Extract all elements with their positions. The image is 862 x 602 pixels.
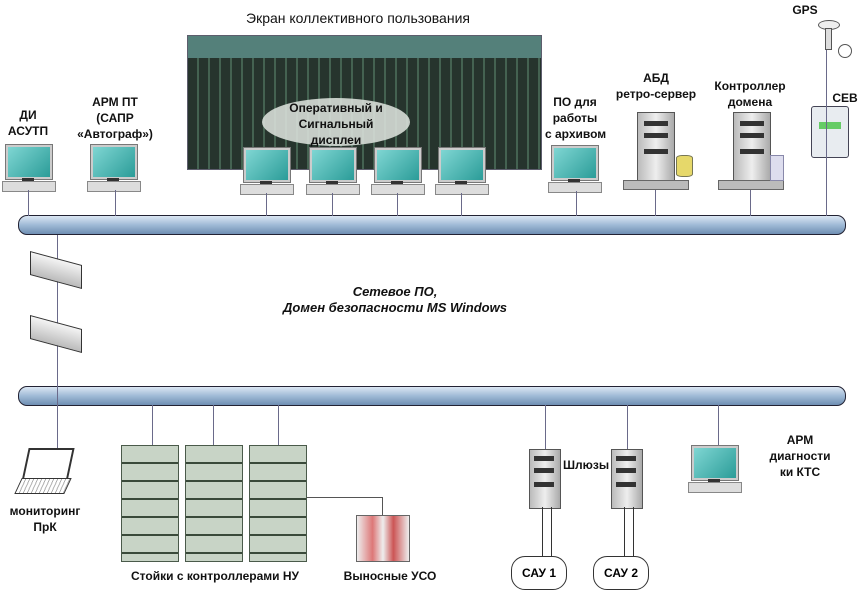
document-icon bbox=[770, 155, 784, 181]
workstation-display-3[interactable] bbox=[371, 148, 425, 195]
sau-2[interactable]: САУ 2 bbox=[593, 556, 649, 590]
network-switch-1-icon[interactable] bbox=[30, 251, 82, 289]
workstation-display-2[interactable] bbox=[306, 148, 360, 195]
displays-label-2: Сигнальный bbox=[298, 117, 374, 131]
displays-ellipse bbox=[262, 98, 410, 146]
sau-1[interactable]: САУ 1 bbox=[511, 556, 567, 590]
arm-diag-label-3: ки КТС bbox=[779, 465, 821, 479]
di-label-1: ДИ bbox=[19, 108, 37, 122]
laptop-icon[interactable] bbox=[21, 448, 75, 482]
ceb-label: СЕВ bbox=[832, 91, 858, 105]
remote-io-cabinet-icon[interactable] bbox=[356, 515, 410, 562]
workstation-display-4[interactable] bbox=[435, 148, 489, 195]
workstation-diagnostics[interactable] bbox=[688, 446, 742, 493]
domain-controller-icon[interactable] bbox=[733, 112, 771, 184]
laptop-keyboard bbox=[14, 478, 72, 494]
domain-controller-base bbox=[718, 180, 784, 190]
monitoring-label-1: мониторинг bbox=[9, 504, 81, 518]
displays-label-3: дисплеи bbox=[310, 133, 362, 147]
top-network-bus bbox=[18, 215, 846, 235]
center-label-1: Сетевое ПО, bbox=[352, 284, 438, 299]
abd-label-2: ретро-сервер bbox=[615, 87, 697, 101]
controller-rack-3[interactable] bbox=[249, 445, 307, 562]
gateway-2-icon[interactable] bbox=[611, 449, 643, 509]
gateways-label: Шлюзы bbox=[563, 458, 610, 472]
title: Экран коллективного пользования bbox=[246, 10, 470, 26]
bottom-network-bus bbox=[18, 386, 846, 406]
monitoring-label-2: ПрК bbox=[33, 520, 57, 534]
database-icon bbox=[676, 155, 693, 177]
po-label-2: работы bbox=[552, 111, 598, 125]
arm-diag-label-2: диагности bbox=[769, 449, 831, 463]
workstation-arm-pt[interactable] bbox=[87, 145, 141, 192]
time-server-device-icon[interactable] bbox=[811, 106, 849, 158]
gps-label: GPS bbox=[792, 3, 818, 17]
displays-label-1: Оперативный и bbox=[289, 101, 383, 115]
gateway-1-arrow bbox=[542, 507, 552, 557]
uso-label: Выносные УСО bbox=[343, 569, 437, 583]
workstation-archive[interactable] bbox=[548, 146, 602, 193]
abd-server-base bbox=[623, 180, 689, 190]
clock-icon bbox=[838, 44, 852, 58]
arm-pt-label-2: (САПР bbox=[96, 111, 134, 125]
dc-label-2: домена bbox=[727, 95, 773, 109]
di-label-2: АСУТП bbox=[7, 124, 49, 138]
arm-pt-label-3: «Автограф») bbox=[77, 127, 153, 141]
workstation-display-1[interactable] bbox=[240, 148, 294, 195]
gateway-2-arrow bbox=[624, 507, 634, 557]
abd-label-1: АБД bbox=[643, 71, 669, 85]
center-label-2: Домен безопасности MS Windows bbox=[283, 300, 507, 315]
po-label-1: ПО для bbox=[553, 95, 597, 109]
abd-server-icon[interactable] bbox=[637, 112, 675, 184]
dc-label-1: Контроллер bbox=[714, 79, 786, 93]
workstation-di-asutp[interactable] bbox=[2, 145, 56, 192]
network-switch-2-icon[interactable] bbox=[30, 315, 82, 353]
gps-antenna-mast bbox=[825, 28, 832, 50]
gateway-1-icon[interactable] bbox=[529, 449, 561, 509]
controller-rack-2[interactable] bbox=[185, 445, 243, 562]
po-label-3: с архивом bbox=[545, 127, 607, 141]
arm-diag-label-1: АРМ bbox=[786, 433, 814, 447]
controller-rack-1[interactable] bbox=[121, 445, 179, 562]
arm-pt-label-1: АРМ ПТ bbox=[92, 95, 138, 109]
racks-label: Стойки с контроллерами НУ bbox=[131, 569, 299, 583]
